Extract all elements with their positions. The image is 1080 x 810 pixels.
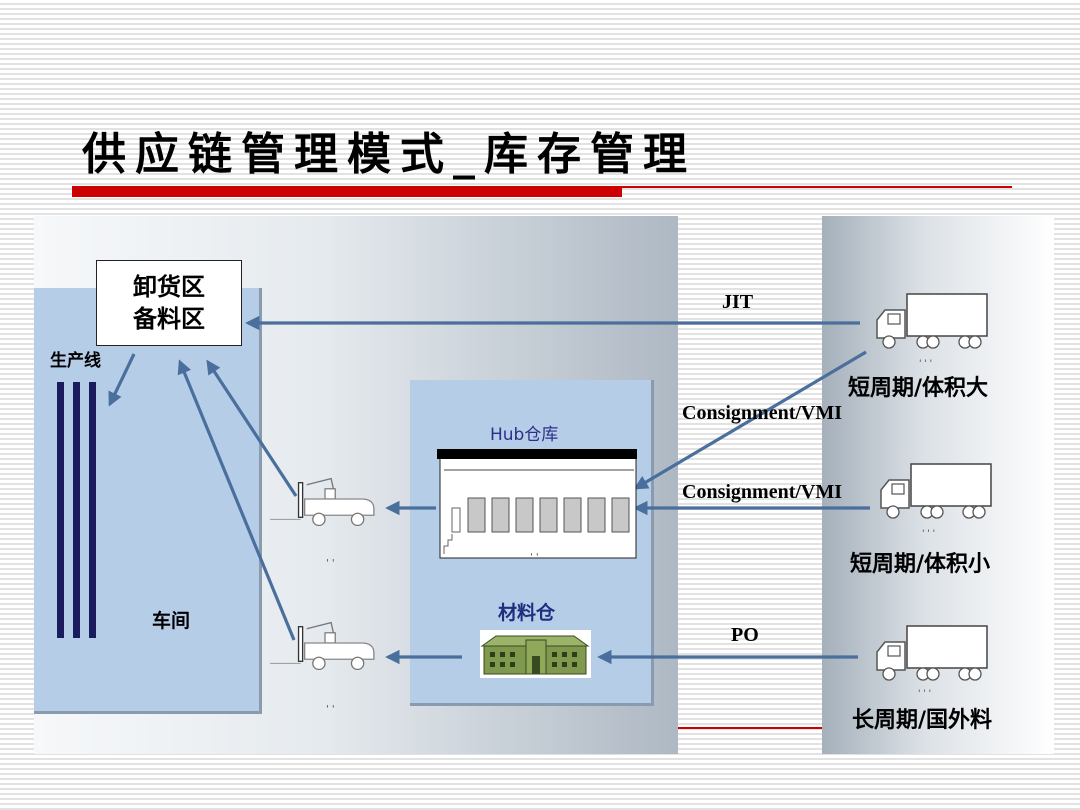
svg-text:' ': ' ' xyxy=(326,558,335,569)
supplier-short-large-label: 短周期/体积大 xyxy=(848,376,989,401)
title-underline-thick xyxy=(72,186,622,197)
hub-warehouse-building xyxy=(437,449,637,559)
svg-text:' ' ': ' ' ' xyxy=(922,529,935,539)
staging-area-label: 备料区 xyxy=(133,305,205,333)
truck-short-large-icon xyxy=(876,293,988,349)
svg-text:' ' ': ' ' ' xyxy=(919,359,932,369)
consignment-top-flow-label: Consignment/VMI xyxy=(682,402,843,424)
material-warehouse-label: 材料仓 xyxy=(498,602,556,624)
jit-flow-label: JIT xyxy=(722,291,754,313)
workshop-label: 车间 xyxy=(152,610,191,632)
svg-text:' ': ' ' xyxy=(326,704,335,715)
hub-warehouse-label: Hub仓库 xyxy=(490,425,559,445)
workshop-zone xyxy=(34,288,262,714)
production-line-bars xyxy=(57,382,96,638)
arrow-unload-to-line xyxy=(108,353,136,407)
forklift-bottom-icon xyxy=(269,621,375,670)
consignment-mid-flow-label: Consignment/VMI xyxy=(682,481,843,503)
material-warehouse-building xyxy=(480,630,591,678)
red-divider-line xyxy=(678,727,822,729)
unload-area-label: 卸货区 xyxy=(133,273,205,301)
page-title: 供应链管理模式_库存管理 xyxy=(82,129,696,180)
svg-text:' ': ' ' xyxy=(530,552,539,563)
truck-short-small-icon xyxy=(880,463,992,519)
arrow-forklift-top-to-unload xyxy=(206,359,298,497)
forklift-top-icon xyxy=(269,477,375,526)
po-flow-label: PO xyxy=(731,624,759,646)
svg-text:' ' ': ' ' ' xyxy=(918,689,931,699)
title-underline-thin xyxy=(622,186,1012,188)
truck-long-foreign-icon xyxy=(876,625,988,681)
production-line-label: 生产线 xyxy=(50,351,101,371)
arrow-forklift-bottom-to-unload xyxy=(177,359,296,641)
supplier-long-foreign-label: 长周期/国外料 xyxy=(852,708,993,733)
supplier-short-small-label: 短周期/体积小 xyxy=(850,552,991,577)
unload-staging-box: 卸货区 备料区 xyxy=(96,260,242,346)
arrow-consignment-top xyxy=(633,350,867,490)
